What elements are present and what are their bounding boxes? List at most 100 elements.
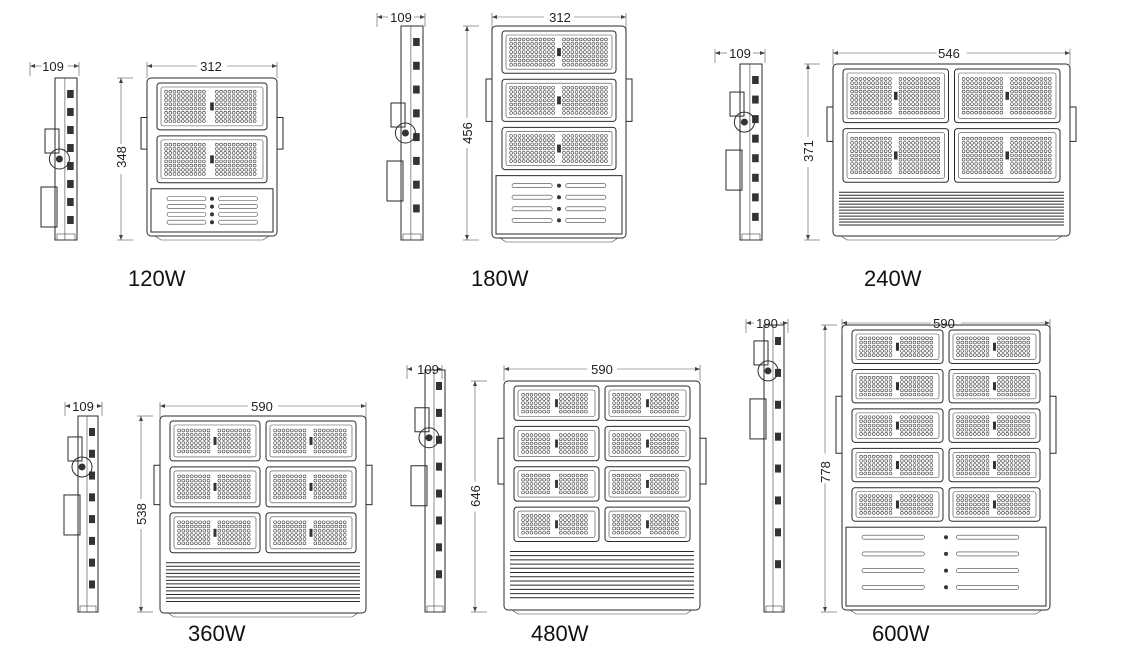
vent-slot — [218, 196, 258, 202]
screw-icon — [944, 585, 948, 590]
heat-sink-slot — [775, 337, 781, 345]
heat-sink-slot — [413, 180, 420, 189]
depth-dim-180w: 109 — [390, 10, 412, 25]
vent-slot — [166, 196, 207, 202]
bracket — [414, 407, 430, 433]
heat-sink-slot — [67, 198, 74, 206]
width-dim-120w: 312 — [200, 59, 222, 74]
heat-sink-slot — [752, 115, 759, 124]
model-label-240w: 240W — [864, 266, 922, 291]
arrow-width — [833, 51, 838, 55]
height-dim-240w: 371 — [801, 140, 816, 162]
vent-slot — [511, 218, 553, 223]
arrow-depth — [746, 321, 751, 325]
led-module — [851, 447, 944, 483]
led-module — [513, 385, 600, 421]
led-module — [948, 447, 1041, 483]
heat-sink-slot — [413, 61, 420, 70]
vent-slot — [956, 534, 1020, 540]
heat-sink-slot — [775, 496, 781, 505]
bracket — [753, 340, 769, 366]
heat-sink-slot — [413, 85, 420, 94]
arrow-depth — [420, 15, 425, 19]
led-module — [501, 126, 617, 171]
arrow-depth — [783, 321, 788, 325]
heat-sink-slot — [89, 493, 95, 502]
heat-sink-slot — [67, 180, 74, 188]
led-module — [604, 385, 691, 421]
depth-dim-360w: 109 — [72, 399, 94, 414]
vent-slot — [218, 204, 258, 209]
arrow-height — [139, 607, 143, 612]
heat-sink-slot — [67, 126, 74, 134]
module-label — [1005, 91, 1010, 100]
vent-slot — [861, 551, 925, 557]
arrow-width — [842, 321, 847, 325]
led-module — [954, 128, 1061, 183]
led-module — [604, 466, 691, 502]
housing-outline — [832, 63, 1071, 237]
side-view — [410, 369, 446, 613]
heat-sink-slot — [775, 464, 781, 473]
arrow-width — [504, 367, 509, 371]
depth-dim-480w: 109 — [417, 362, 439, 377]
heat-sink-slot — [752, 76, 759, 84]
heat-sink-slot — [89, 515, 95, 524]
heat-sink-slot — [413, 156, 420, 165]
heat-sink-slot — [413, 38, 420, 46]
heat-sink-slot — [89, 536, 95, 545]
bracket-arm-right — [699, 437, 707, 485]
heat-sink-slot — [775, 560, 781, 569]
arrow-height — [806, 235, 810, 240]
module-label — [646, 399, 649, 408]
vent-slot — [511, 194, 553, 200]
led-module — [501, 30, 617, 74]
vent-slot — [956, 551, 1020, 557]
bracket-arm-left — [835, 395, 843, 454]
heat-sink-slot — [775, 432, 781, 441]
width-dim-180w: 312 — [549, 10, 571, 25]
vent-slot — [565, 194, 607, 200]
heat-sink-slot — [413, 109, 420, 118]
led-module — [604, 506, 691, 542]
arrow-width — [695, 367, 700, 371]
module-label — [309, 528, 313, 537]
bracket-arm-right — [365, 464, 373, 506]
module-label — [213, 436, 217, 445]
floodlight-120w — [29, 62, 284, 241]
bottom-lip — [849, 609, 1043, 615]
module-label — [557, 96, 561, 105]
front-view — [153, 415, 373, 618]
model-label-480w: 480W — [531, 621, 589, 646]
bracket — [67, 436, 83, 462]
housing-profile — [739, 63, 763, 241]
floodlight-180w — [376, 13, 633, 243]
vent-slot — [511, 206, 553, 212]
module-label — [213, 482, 217, 491]
vent-slot — [565, 206, 607, 212]
vent-slot — [166, 219, 207, 225]
driver-plate — [495, 175, 623, 235]
led-module — [513, 466, 600, 502]
module-label — [895, 382, 900, 391]
vent-slot — [511, 183, 553, 188]
heat-sink-slot — [752, 173, 759, 182]
side-view — [40, 77, 78, 241]
screw-icon — [944, 568, 948, 573]
height-dim-360w: 538 — [134, 503, 149, 525]
heat-sink-fins — [839, 191, 1064, 226]
heat-sink-slot — [752, 154, 759, 163]
heat-sink-fins — [166, 562, 360, 602]
arrow-depth — [407, 367, 412, 371]
led-module — [842, 68, 949, 124]
driver-box — [63, 494, 81, 536]
module-label — [992, 500, 997, 509]
arrow-height — [473, 607, 477, 612]
heat-sink-slot — [89, 471, 95, 480]
led-module — [948, 329, 1041, 364]
arrow-height — [119, 235, 123, 240]
module-label — [992, 421, 997, 430]
arrow-width — [1045, 321, 1050, 325]
led-module — [501, 78, 617, 122]
